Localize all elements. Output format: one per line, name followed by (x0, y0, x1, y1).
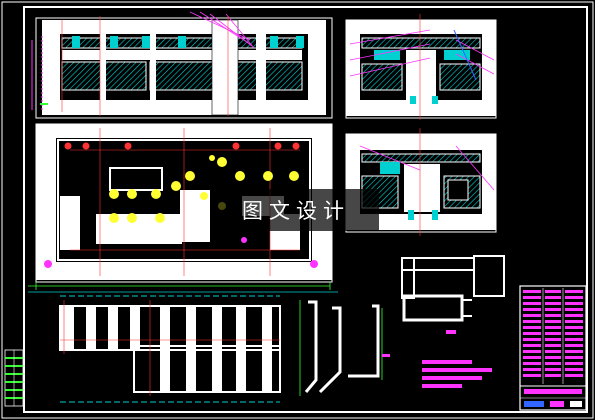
watermark-text: 图文设计 (242, 199, 350, 223)
front-section-view (31, 11, 333, 119)
part-detail-views (59, 255, 505, 403)
side-section-view-upper (345, 14, 497, 120)
margin-table (4, 349, 24, 407)
title-block (519, 285, 587, 411)
side-section-view-lower (345, 128, 497, 236)
watermark-banner: 图文设计 (213, 189, 379, 231)
sheet-inner-border (23, 6, 588, 413)
